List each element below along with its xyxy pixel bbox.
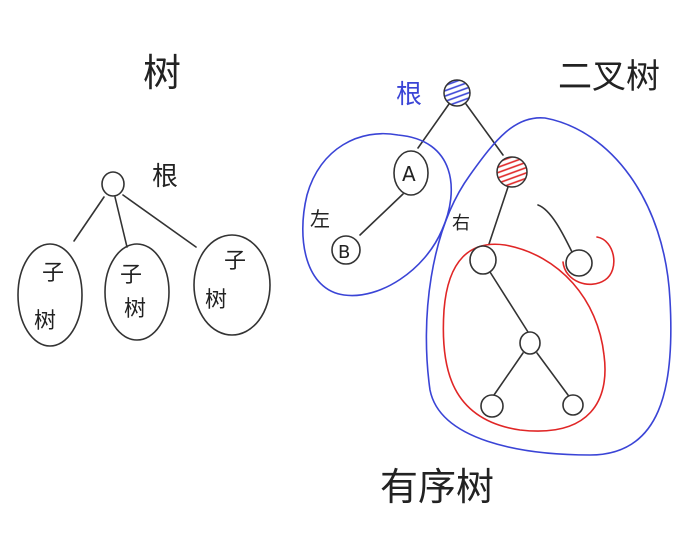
binary-root-label: 根 [396,80,422,110]
edge-root-right-child [465,103,504,156]
edge-right-child-left [488,186,509,245]
binary-root-node [443,79,471,107]
subtree-3-label-line2: 树 [205,288,227,313]
edge-root-subtree-1 [73,196,105,242]
node-c [469,245,497,275]
edge-e-f [493,352,524,396]
binary-tree-diagram: 二叉树 根 左 A B 右 有序树 [301,57,672,509]
right-label: 右 [452,213,470,234]
subtree-1-label-line1: 子 [42,261,64,286]
edge-e-g [536,352,569,396]
general-tree-title: 树 [143,51,181,95]
edge-right-child-right [537,204,573,253]
general-root-label: 根 [152,162,178,192]
node-e [519,331,541,355]
binary-tree-title: 二叉树 [558,57,660,97]
right-subtree-outline [425,117,672,456]
edge-a-b [359,193,404,236]
subtree-3-outline [193,234,271,336]
node-d [565,249,593,277]
edge-root-subtree-2 [114,196,128,248]
node-b-label: B [338,242,350,263]
ordered-tree-label: 有序树 [380,465,494,509]
left-label: 左 [310,207,330,231]
subtree-1-label-line2: 树 [34,309,56,334]
node-g [562,394,584,416]
subtree-1-outline [17,243,83,347]
subtree-2-outline [104,243,170,341]
node-f [480,394,504,418]
red-left-subtree-outline [442,243,606,432]
node-b-circle [331,235,361,265]
subtree-3-label-line1: 子 [224,249,246,274]
general-tree-diagram: 树 根 子 树 子 树 子 树 [17,51,271,347]
node-a-label: A [402,162,416,186]
left-subtree-outline [301,132,453,297]
general-root-node [101,171,125,197]
subtree-2-label-line2: 树 [124,297,146,322]
edge-root-subtree-3 [122,194,197,248]
edge-c-e [489,271,529,333]
right-child-node [496,156,528,188]
subtree-2-label-line1: 子 [120,263,142,288]
red-right-subtree-outline [562,236,615,286]
node-a-circle [393,150,429,196]
